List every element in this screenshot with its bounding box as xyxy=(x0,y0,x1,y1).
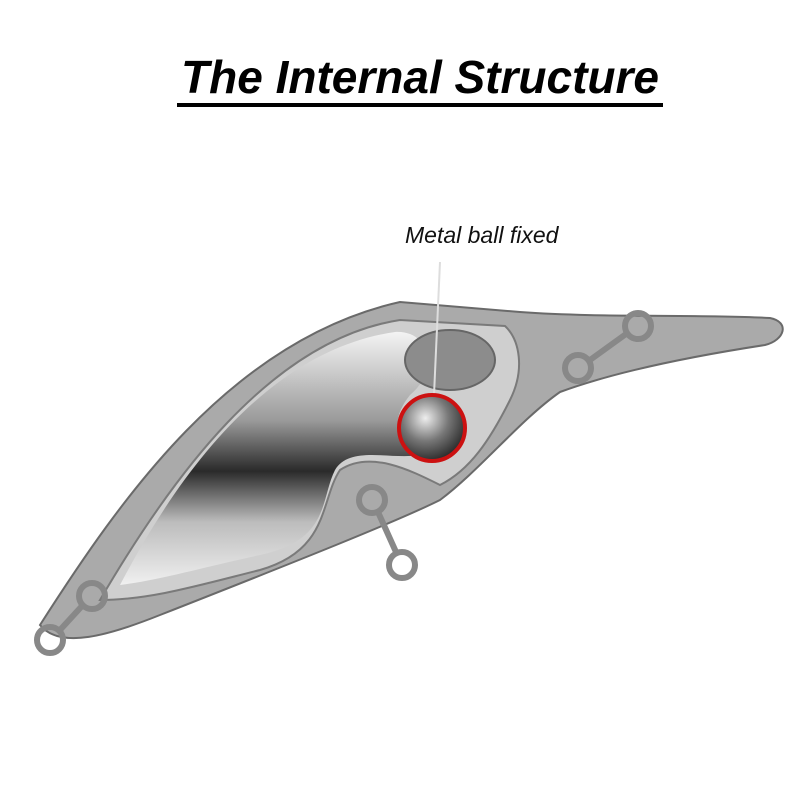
diagram-title: The Internal Structure xyxy=(0,50,800,107)
ball-chamber xyxy=(404,329,496,391)
metal-ball xyxy=(397,393,467,463)
split-ring-nose xyxy=(562,310,654,384)
lure-cavity xyxy=(120,331,428,585)
split-ring-tail xyxy=(34,580,108,656)
callout-line xyxy=(433,261,441,396)
callout-label-metal-ball: Metal ball fixed xyxy=(405,222,559,248)
split-ring-belly xyxy=(356,484,418,581)
